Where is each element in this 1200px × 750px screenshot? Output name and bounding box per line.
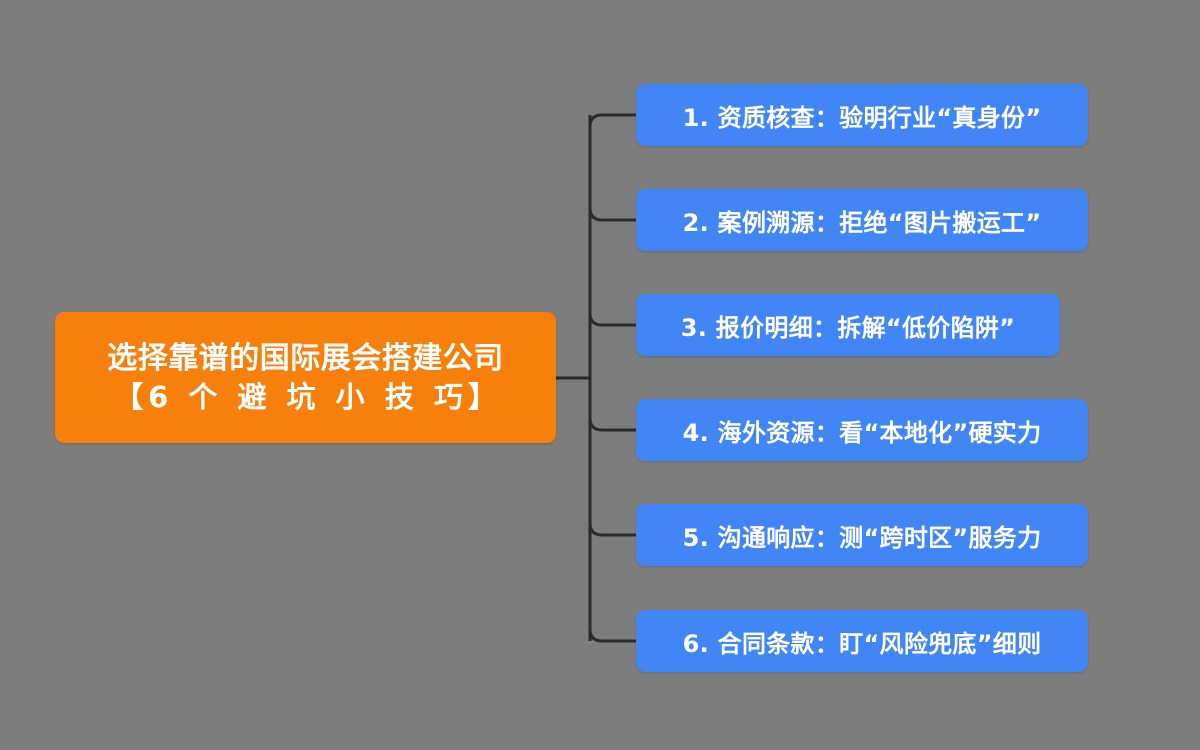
branch-node-4-label: 4. 海外资源：看“本地化”硬实力	[682, 418, 1042, 447]
branch-node-2-label: 2. 案例溯源：拒绝“图片搬运工”	[682, 208, 1042, 237]
branch-node-6[interactable]: 6. 合同条款：盯“风险兜底”细则	[636, 610, 1088, 672]
root-node-title-line-1: 选择靠谱的国际展会搭建公司	[107, 340, 504, 376]
connector-branch-5	[588, 522, 636, 537]
connector-branch-1	[588, 113, 636, 128]
root-node-title-line-2: 【6 个 避 坑 小 技 巧】	[114, 380, 502, 415]
branch-node-1-label: 1. 资质核查：验明行业“真身份”	[682, 103, 1042, 132]
branch-node-3-label: 3. 报价明细：拆解“低价陷阱”	[680, 313, 1016, 342]
connector-branch-6	[588, 628, 636, 643]
branch-node-5[interactable]: 5. 沟通响应：测“跨时区”服务力	[636, 504, 1088, 566]
connector-branch-2	[588, 207, 636, 222]
branch-node-1[interactable]: 1. 资质核查：验明行业“真身份”	[636, 84, 1088, 146]
branch-node-2[interactable]: 2. 案例溯源：拒绝“图片搬运工”	[636, 189, 1088, 251]
branch-node-5-label: 5. 沟通响应：测“跨时区”服务力	[682, 523, 1042, 552]
connector-branch-4	[588, 417, 636, 432]
branch-node-6-label: 6. 合同条款：盯“风险兜底”细则	[682, 629, 1042, 658]
connector-branch-3	[588, 312, 636, 327]
root-node[interactable]: 选择靠谱的国际展会搭建公司 【6 个 避 坑 小 技 巧】	[55, 312, 556, 443]
branch-node-4[interactable]: 4. 海外资源：看“本地化”硬实力	[636, 399, 1088, 461]
branch-node-3[interactable]: 3. 报价明细：拆解“低价陷阱”	[636, 294, 1060, 356]
